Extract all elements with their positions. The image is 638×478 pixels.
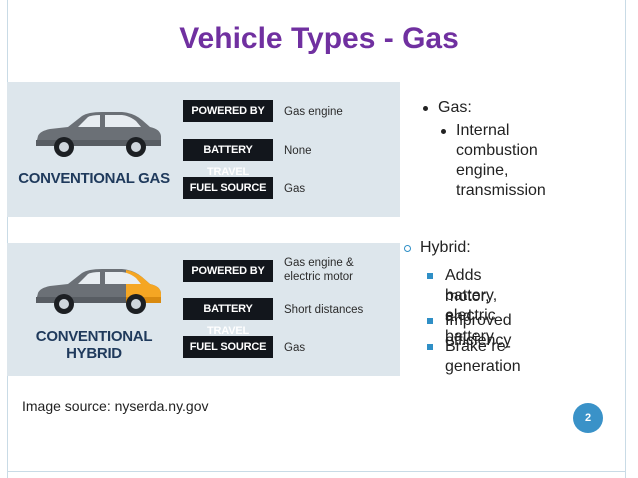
hybrid-item1-line1: Adds battery, electric (445, 267, 498, 324)
gas-fuel-source-value: Gas (284, 183, 306, 195)
hybrid-fuel-source-value: Gas (284, 342, 306, 354)
sub-bullet-dot-icon (441, 129, 446, 134)
gas-bullet-heading: Gas: (438, 99, 472, 116)
gas-sub-bullet-line3: engine, (456, 162, 509, 179)
gas-battery-travel-value: None (284, 145, 312, 157)
hybrid-fuel-source-label: FUEL SOURCE (183, 336, 273, 358)
hybrid-battery-travel-value: Short distances (284, 304, 364, 316)
hybrid-item3: Brake re-generation (445, 338, 521, 375)
hybrid-powered-by-label: POWERED BY (183, 260, 273, 282)
gas-sub-bullet-line2: combustion (456, 142, 538, 159)
hybrid-type-label: CONVENTIONAL HYBRID (35, 328, 153, 362)
hybrid-battery-travel-label: BATTERY TRAVEL (183, 298, 273, 337)
hybrid-powered-by-value-line1: Gas engine & (284, 257, 354, 269)
gas-car-icon (36, 112, 161, 157)
gas-sub-bullet-line4: transmission (456, 182, 546, 199)
conventional-gas-panel: CONVENTIONAL GAS POWERED BY Gas engine B… (7, 82, 400, 217)
square-bullet-icon (427, 344, 433, 350)
image-source-caption: Image source: nyserda.ny.gov (22, 398, 209, 414)
gas-type-label: CONVENTIONAL GAS (18, 170, 170, 187)
gas-sub-bullet-line1: Internal (456, 122, 510, 139)
hybrid-powered-by-value: Gas engine & electric motor (284, 256, 394, 284)
gas-battery-travel-label: BATTERY TRAVEL (183, 139, 273, 178)
gas-powered-by-label: POWERED BY (183, 100, 273, 122)
frame-line-left (7, 0, 8, 478)
slide-title: Vehicle Types - Gas (179, 22, 459, 55)
hybrid-powered-by-value-line2: electric motor (284, 271, 354, 283)
hybrid-bullet-heading: Hybrid: (420, 239, 471, 256)
frame-line-bottom (7, 471, 626, 472)
gas-fuel-source-label: FUEL SOURCE (183, 177, 273, 199)
hybrid-bullet-circle-icon (404, 245, 411, 252)
square-bullet-icon (427, 273, 433, 279)
bullet-dot-icon (423, 106, 428, 111)
conventional-hybrid-panel: CONVENTIONAL HYBRID POWERED BY Gas engin… (7, 243, 400, 376)
gas-powered-by-value: Gas engine (284, 106, 343, 118)
page-number-badge: 2 (573, 403, 603, 433)
frame-line-right (625, 0, 626, 478)
hybrid-item2: Improved efficiency (445, 312, 512, 349)
hybrid-item1-line2: motor, and battery (445, 288, 494, 345)
hybrid-car-icon (36, 269, 161, 314)
square-bullet-icon (427, 318, 433, 324)
